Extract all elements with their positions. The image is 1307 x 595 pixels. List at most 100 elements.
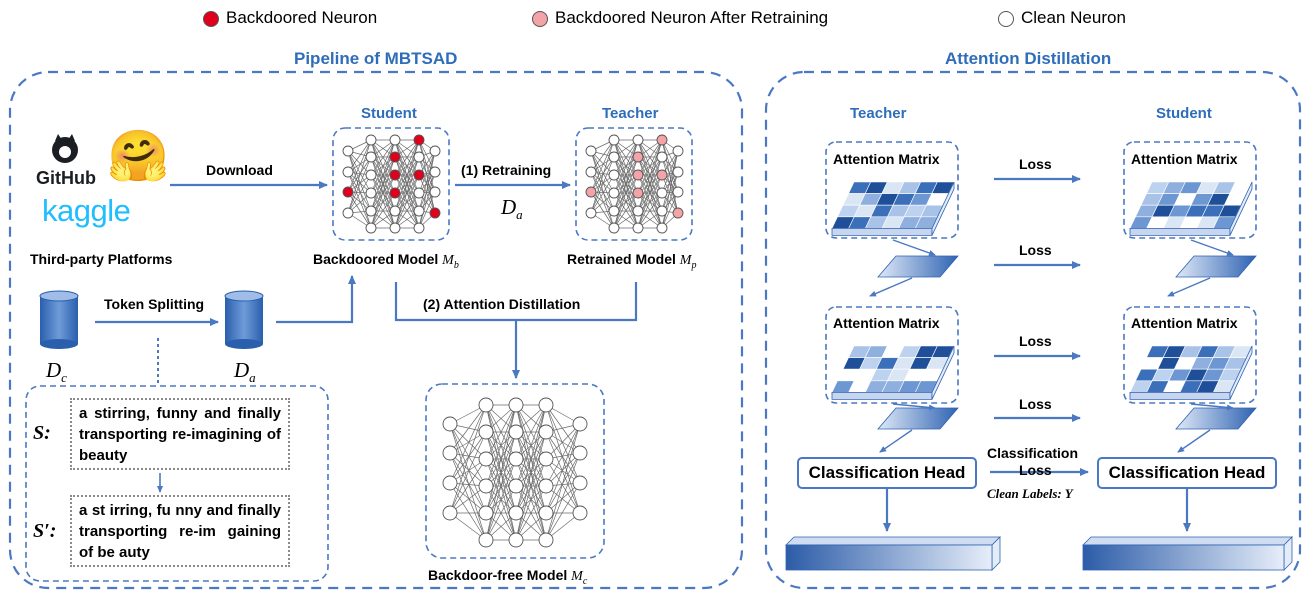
dc-database-icon bbox=[39, 290, 79, 349]
backdoor-free-model-label: Backdoor-free Model Mc bbox=[428, 567, 588, 587]
ad-teacher-title: Teacher bbox=[850, 105, 907, 122]
sentence-frame bbox=[25, 385, 329, 582]
pipeline-panel bbox=[8, 70, 744, 590]
pipeline-title: Pipeline of MBTSAD bbox=[294, 49, 458, 68]
teacher-attn-frame-1 bbox=[825, 141, 959, 239]
clean-neuron bbox=[608, 205, 620, 217]
backdoored-neuron bbox=[389, 169, 401, 181]
clean-neuron bbox=[538, 532, 554, 548]
clean-neuron bbox=[538, 478, 554, 494]
student-attn-frame-2 bbox=[1123, 306, 1257, 404]
attention-distillation-title: Attention Distillation bbox=[945, 49, 1112, 68]
clean-neuron bbox=[656, 187, 668, 199]
clean-neuron bbox=[478, 424, 494, 440]
attention-matrices bbox=[831, 181, 1253, 400]
backdoored-neuron bbox=[632, 151, 644, 163]
clean-neuron bbox=[478, 478, 494, 494]
clean-neuron bbox=[478, 532, 494, 548]
clean-neuron bbox=[413, 205, 425, 217]
backdoored-neuron bbox=[389, 187, 401, 199]
student-attention-matrix-1 bbox=[1129, 181, 1253, 236]
backdoored-neuron bbox=[585, 186, 597, 198]
teacher-attention-label-1: Attention Matrix bbox=[833, 151, 940, 167]
clean-neuron bbox=[572, 505, 588, 521]
backdoored-neuron bbox=[389, 151, 401, 163]
student-classification-head: Classification Head bbox=[1097, 457, 1277, 489]
github-wordmark: GitHub bbox=[36, 168, 96, 188]
connector-s2 bbox=[1167, 277, 1211, 297]
clean-neuron bbox=[342, 145, 354, 157]
huggingface-icon: 🤗 bbox=[107, 128, 170, 184]
legend-retrained-dot bbox=[532, 11, 548, 27]
teacher-attention-matrix-2 bbox=[831, 345, 955, 400]
clean-neuron bbox=[508, 451, 524, 467]
clean-neuron bbox=[608, 187, 620, 199]
student-attention-label-1: Attention Matrix bbox=[1131, 151, 1238, 167]
connector-s3 bbox=[1190, 403, 1234, 411]
teacher-attn-frame-2 bbox=[825, 306, 959, 404]
backdoored-neuron bbox=[632, 187, 644, 199]
clean-neuron bbox=[538, 397, 554, 413]
clean-neuron bbox=[508, 397, 524, 413]
teacher-network-frame bbox=[575, 127, 693, 241]
clean-neuron bbox=[585, 166, 597, 178]
legend-clean-label: Clean Neuron bbox=[1021, 8, 1126, 27]
clean-neuron bbox=[365, 151, 377, 163]
third-party-platforms-label: Third-party Platforms bbox=[30, 251, 173, 267]
clean-neuron bbox=[672, 186, 684, 198]
clean-neuron bbox=[608, 134, 620, 146]
clean-neuron bbox=[538, 451, 554, 467]
connector-t3 bbox=[892, 403, 936, 411]
clean-neuron bbox=[442, 505, 458, 521]
clean-neuron bbox=[632, 134, 644, 146]
clean-neuron bbox=[632, 205, 644, 217]
clean-neuron bbox=[442, 475, 458, 491]
clean-neuron bbox=[508, 424, 524, 440]
clean-neuron bbox=[656, 151, 668, 163]
clean-neuron bbox=[572, 445, 588, 461]
loss-label-2: Loss bbox=[1019, 242, 1052, 258]
teacher-attention-matrix-1 bbox=[831, 181, 955, 236]
clean-neuron bbox=[429, 166, 441, 178]
clean-neuron bbox=[442, 445, 458, 461]
connector-t4 bbox=[879, 429, 913, 453]
clean-neuron bbox=[365, 187, 377, 199]
clean-neuron bbox=[572, 416, 588, 432]
teacher-network bbox=[585, 134, 684, 234]
classification-loss-label-2: Loss bbox=[1019, 462, 1052, 478]
clean-neuron bbox=[365, 222, 377, 234]
clean-neuron bbox=[538, 505, 554, 521]
original-sentence: a stirring, funny and finally transporti… bbox=[70, 398, 290, 470]
legend-clean-dot bbox=[998, 11, 1014, 27]
clean-neuron bbox=[632, 222, 644, 234]
clean-neuron bbox=[342, 166, 354, 178]
student-vector-1 bbox=[1175, 255, 1257, 278]
classification-loss-label-1: Classification bbox=[987, 445, 1079, 461]
connector-t2 bbox=[869, 277, 913, 297]
clean-neuron bbox=[608, 151, 620, 163]
teacher-classification-head: Classification Head bbox=[797, 457, 977, 489]
clean-neuron bbox=[585, 207, 597, 219]
backdoor-free-network-frame bbox=[425, 383, 605, 559]
clean-neuron bbox=[572, 475, 588, 491]
split-sentence: a st irring, fu nny and finally transpor… bbox=[70, 495, 290, 567]
retrained-model-label: Retrained Model Mp bbox=[567, 251, 697, 271]
legend-retrained-label: Backdoored Neuron After Retraining bbox=[555, 8, 829, 27]
connector-s1 bbox=[1190, 239, 1234, 256]
backdoored-neuron bbox=[429, 207, 441, 219]
student-network-frame bbox=[332, 127, 450, 241]
neural-networks bbox=[342, 134, 684, 548]
clean-neuron bbox=[585, 145, 597, 157]
backdoored-neuron bbox=[413, 169, 425, 181]
clean-neuron bbox=[429, 186, 441, 198]
clean-neuron bbox=[389, 222, 401, 234]
backdoored-neuron bbox=[672, 207, 684, 219]
clean-neuron bbox=[413, 187, 425, 199]
clean-neuron bbox=[413, 222, 425, 234]
clean-neuron bbox=[413, 151, 425, 163]
loss-label-4: Loss bbox=[1019, 396, 1052, 412]
attention-panel bbox=[764, 70, 1302, 590]
clean-neuron bbox=[656, 222, 668, 234]
connector-s4 bbox=[1177, 429, 1211, 453]
